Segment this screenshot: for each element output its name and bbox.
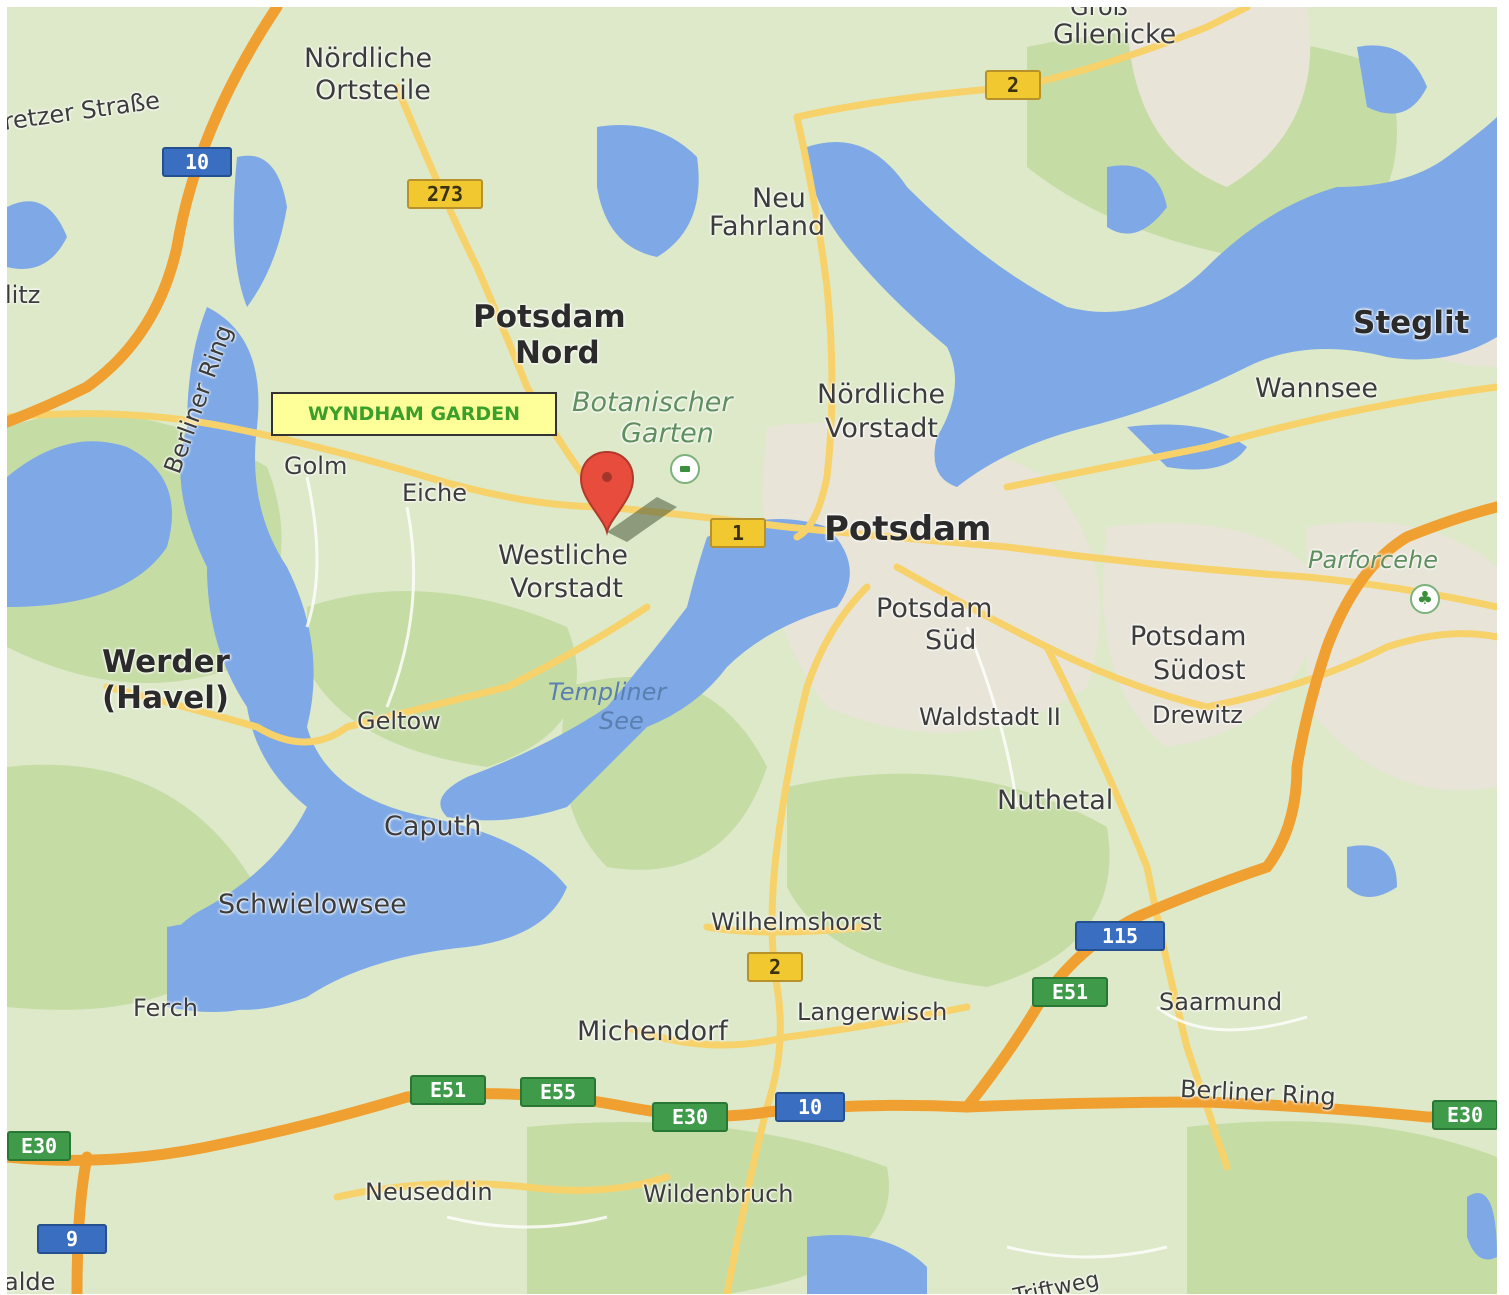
road-shield-e51-right: E51: [1032, 977, 1108, 1007]
place-label-caputh: Caputh: [384, 811, 482, 842]
map-pin-icon[interactable]: [567, 447, 677, 547]
road-shield-b1: 1: [710, 518, 766, 548]
place-label-westliche-vorstadt-1: Westliche: [498, 540, 628, 571]
place-label-potsdam-suedost-2: Südost: [1153, 655, 1246, 686]
map-view[interactable]: ♣ WYNDHAM GARDEN 2 10 273 1 115 2 E51 E5…: [7, 7, 1497, 1294]
place-label-templiner-1: Templiner: [548, 678, 667, 706]
place-label-ferch: Ferch: [133, 994, 199, 1022]
place-label-potsdam-suedost-1: Potsdam: [1130, 621, 1247, 652]
place-label-drewitz: Drewitz: [1152, 701, 1243, 729]
road-shield-b273: 273: [407, 179, 483, 209]
place-label-steglitz: Steglit: [1353, 305, 1470, 341]
place-label-templiner-2: See: [599, 707, 644, 735]
place-label-langerwisch: Langerwisch: [797, 998, 948, 1026]
place-label-westliche-vorstadt-2: Vorstadt: [510, 573, 623, 604]
place-label-saarmund: Saarmund: [1159, 988, 1283, 1016]
place-label-geltow: Geltow: [357, 707, 441, 735]
place-label-schwielowsee: Schwielowsee: [218, 889, 407, 920]
place-label-walde: alde: [7, 1268, 56, 1294]
place-label-potsdam-sued-2: Süd: [925, 625, 977, 656]
road-shield-a10-bottom: 10: [775, 1092, 845, 1122]
place-label-golm: Golm: [284, 452, 348, 480]
road-shield-e30-left: E30: [7, 1131, 71, 1161]
road-shield-a115: 115: [1075, 921, 1165, 951]
place-label-glienicke: Glienicke: [1053, 19, 1177, 50]
place-label-neuseddin: Neuseddin: [365, 1178, 493, 1206]
place-label-gross: Groß: [1070, 7, 1128, 21]
place-label-noerdliche-vorstadt-1: Nördliche: [817, 379, 946, 410]
place-label-botanischer-1: Botanischer: [572, 387, 733, 418]
place-label-noerdliche-ortsteile-1: Nördliche: [304, 43, 433, 74]
place-label-noerdliche-vorstadt-2: Vorstadt: [825, 413, 938, 444]
garden-icon[interactable]: [670, 454, 700, 484]
road-shield-e30-right: E30: [1432, 1100, 1497, 1130]
road-shield-a9: 9: [37, 1224, 107, 1254]
place-label-neu-fahrland-1: Neu: [752, 183, 806, 214]
place-label-michendorf: Michendorf: [577, 1016, 728, 1047]
place-label-eiche: Eiche: [402, 479, 468, 507]
place-label-potsdam-nord-2: Nord: [515, 335, 600, 371]
place-label-potsdam-nord-1: Potsdam: [473, 299, 626, 335]
water-bodies: [7, 45, 1497, 1294]
road-shield-b2-top: 2: [985, 70, 1041, 100]
place-label-litz: litz: [7, 281, 41, 309]
place-label-werder-2: (Havel): [102, 680, 230, 716]
road-shield-e51-left: E51: [410, 1075, 486, 1105]
minor-roads: [305, 476, 1308, 1259]
hotel-label: WYNDHAM GARDEN: [307, 403, 521, 425]
place-label-noerdliche-ortsteile-2: Ortsteile: [315, 75, 431, 106]
place-label-wannsee: Wannsee: [1255, 373, 1379, 404]
place-label-waldstadt: Waldstadt II: [919, 703, 1061, 731]
place-label-wilhelmshorst: Wilhelmshorst: [711, 908, 882, 936]
place-label-wildenbruch: Wildenbruch: [643, 1180, 794, 1208]
place-label-potsdam: Potsdam: [824, 509, 992, 549]
place-label-parforceheide: Parforcehe: [1308, 546, 1438, 574]
hotel-callout[interactable]: WYNDHAM GARDEN: [271, 392, 557, 436]
road-shield-a10-top: 10: [162, 147, 232, 177]
park-icon[interactable]: ♣: [1410, 584, 1440, 614]
place-label-potsdam-sued-1: Potsdam: [876, 593, 993, 624]
place-label-nuthetal: Nuthetal: [997, 785, 1114, 816]
map-base: [7, 7, 1497, 1294]
place-label-botanischer-2: Garten: [621, 418, 714, 449]
place-label-neu-fahrland-2: Fahrland: [709, 211, 826, 242]
road-shield-e30-mid: E30: [652, 1102, 728, 1132]
road-shield-b2-bottom: 2: [747, 952, 803, 982]
road-shield-e55: E55: [520, 1077, 596, 1107]
place-label-werder-1: Werder: [102, 644, 230, 680]
